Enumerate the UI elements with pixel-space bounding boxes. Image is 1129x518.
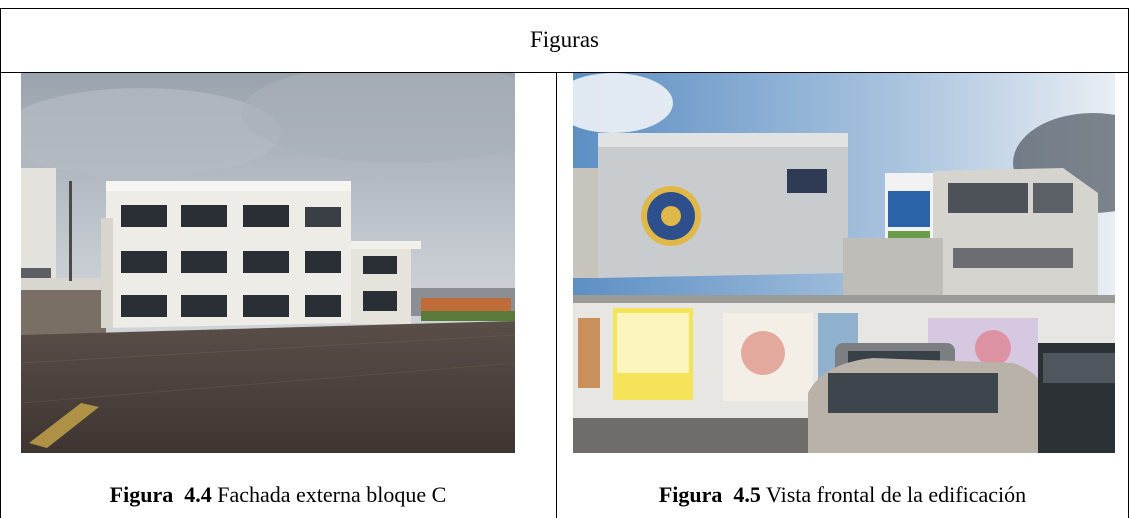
- table-top-border: [0, 8, 1129, 9]
- figure-4-4-photo: [21, 73, 515, 453]
- building-facade-photo-icon: [21, 73, 515, 453]
- figure-4-4-label: Figura: [109, 482, 174, 507]
- figure-4-5-caption-text: Vista frontal de la edificación: [766, 482, 1027, 507]
- figure-4-4-caption-text: Fachada externa bloque C: [217, 482, 447, 507]
- table-header-divider: [0, 72, 1129, 73]
- figure-4-5-caption: Figura 4.5 Vista frontal de la edificaci…: [557, 482, 1128, 508]
- figure-4-5-number: 4.5: [733, 482, 761, 507]
- figure-4-5-label: Figura: [658, 482, 723, 507]
- table-column-divider: [556, 72, 557, 518]
- table-header: Figuras: [530, 27, 599, 52]
- school-front-view-photo-icon: [573, 73, 1115, 453]
- figure-4-4-number: 4.4: [184, 482, 212, 507]
- figure-4-4-caption: Figura 4.4 Fachada externa bloque C: [0, 482, 556, 508]
- table-left-border: [0, 8, 1, 518]
- figure-4-5-photo: [573, 73, 1115, 453]
